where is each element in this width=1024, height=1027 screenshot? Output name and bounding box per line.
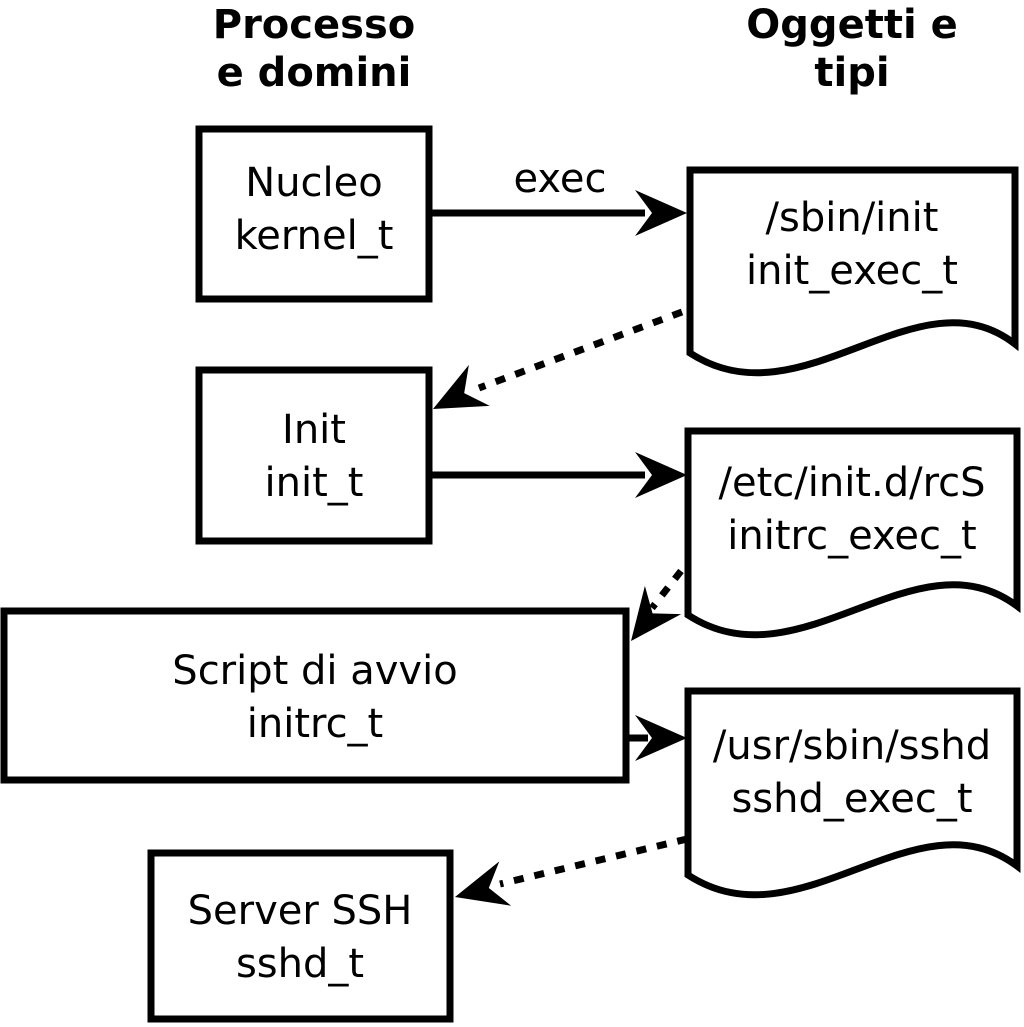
initrc-exec-doc-shape bbox=[684, 427, 1021, 639]
arrow-initrc-exec-sshd bbox=[626, 715, 687, 761]
exec-arrow-label: exec bbox=[514, 156, 607, 202]
sshd-box-rect bbox=[147, 849, 454, 1023]
sshd-exec-doc-path: /usr/sbin/sshd bbox=[713, 723, 991, 769]
init-exec-doc-shape bbox=[686, 166, 1019, 377]
init-box-domain: init_t bbox=[265, 460, 364, 506]
init-box-name: Init bbox=[282, 407, 346, 453]
sshd-exec-doc-type: sshd_exec_t bbox=[731, 776, 972, 822]
process-box-sshd: Server SSH sshd_t bbox=[147, 849, 454, 1023]
sshd-exec-doc-shape bbox=[684, 687, 1021, 899]
transition3-dotted-line bbox=[499, 835, 688, 888]
kernel-box-domain: kernel_t bbox=[235, 213, 394, 259]
init-box-rect bbox=[195, 366, 433, 545]
transition3-arrowhead-icon bbox=[455, 861, 512, 906]
sshd-box-name: Server SSH bbox=[188, 888, 413, 934]
initrc-box-domain: initrc_t bbox=[247, 701, 384, 747]
transition-arrow-initexec-to-init bbox=[433, 308, 684, 409]
objects-header-line2: tipi bbox=[814, 50, 889, 96]
object-doc-initrc-exec: /etc/init.d/rcS initrc_exec_t bbox=[684, 427, 1021, 639]
sshd-box-domain: sshd_t bbox=[236, 941, 364, 987]
transition-arrow-sshdexec-to-sshd bbox=[455, 835, 688, 906]
initrc-box-name: Script di avvio bbox=[172, 648, 457, 694]
arrow-init-exec-rcs bbox=[431, 452, 687, 498]
initrc-exec-doc-path: /etc/init.d/rcS bbox=[718, 460, 985, 506]
init-exec-doc-type: init_exec_t bbox=[746, 248, 958, 294]
initrc-exec-doc-type: initrc_exec_t bbox=[727, 513, 976, 559]
column-header-objects: Oggetti e tipi bbox=[746, 2, 957, 96]
object-doc-sshd-exec: /usr/sbin/sshd sshd_exec_t bbox=[684, 687, 1021, 899]
object-doc-init-exec: /sbin/init init_exec_t bbox=[686, 166, 1019, 377]
column-header-processes: Processo e domini bbox=[213, 2, 415, 96]
init-exec-doc-path: /sbin/init bbox=[766, 195, 939, 241]
transition-arrow-initrcexec-to-initrc bbox=[631, 568, 684, 641]
processes-header-line2: e domini bbox=[217, 50, 412, 96]
process-box-initrc: Script di avvio initrc_t bbox=[0, 607, 630, 784]
kernel-box-name: Nucleo bbox=[245, 160, 382, 206]
process-box-kernel: Nucleo kernel_t bbox=[195, 125, 433, 303]
exec-arrowhead-icon bbox=[635, 190, 687, 236]
transition1-arrowhead-icon bbox=[433, 364, 490, 409]
init-rcs-arrowhead-icon bbox=[635, 452, 687, 498]
initrc-box-rect bbox=[0, 607, 630, 784]
transition1-dotted-line bbox=[477, 308, 684, 392]
transition2-dotted-line bbox=[649, 568, 684, 611]
objects-header-line1: Oggetti e bbox=[746, 2, 957, 48]
transition2-arrowhead-icon bbox=[631, 585, 682, 641]
processes-header-line1: Processo bbox=[213, 2, 415, 48]
arrow-kernel-exec-init: exec bbox=[431, 156, 687, 236]
initrc-sshd-arrowhead-icon bbox=[635, 715, 687, 761]
process-box-init: Init init_t bbox=[195, 366, 433, 545]
kernel-box-rect bbox=[195, 125, 433, 303]
